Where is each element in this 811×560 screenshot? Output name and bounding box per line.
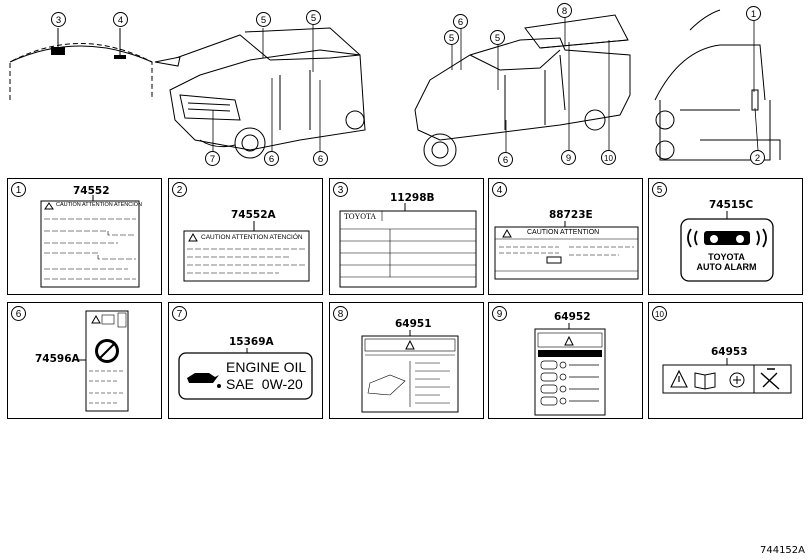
panel-2: 2 74552A CAUTION ATTENTION ATENCIÓN <box>168 178 323 295</box>
part-number: 74552A <box>231 209 276 221</box>
callout-9: 9 <box>561 150 576 165</box>
panel-index: 7 <box>172 306 187 321</box>
part-number: 74596A <box>35 353 80 365</box>
caution-label-drawing <box>494 221 639 280</box>
panel-index: 2 <box>172 182 187 197</box>
panel-6: 6 74596A <box>7 302 162 419</box>
part-number: 88723E <box>549 209 593 221</box>
callout-5c: 5 <box>444 30 459 45</box>
callout-3: 3 <box>51 12 66 27</box>
callout-7: 7 <box>205 151 220 166</box>
caution-label-drawing <box>40 195 140 288</box>
panel-3: 3 11298B TOYOTA <box>329 178 484 295</box>
engine-oil-label-drawing <box>178 348 313 400</box>
panel-index: 5 <box>652 182 667 197</box>
panel-7: 7 15369A ENGINE OIL SAE 0W-20 <box>168 302 323 419</box>
caution-text: CAUTION ATTENTION ATENCIÓN <box>201 234 303 241</box>
figure-code: 744152A <box>759 545 805 556</box>
part-number: 15369A <box>229 336 274 348</box>
caution-text: CAUTION ATTENTION <box>527 229 600 236</box>
callout-5b: 5 <box>306 10 321 25</box>
warning-label-drawing <box>534 323 606 416</box>
panel-index: 4 <box>492 182 507 197</box>
warning-label-drawing <box>361 330 459 413</box>
panel-10: 10 64953 <box>648 302 803 419</box>
callout-4: 4 <box>113 12 128 27</box>
callout-6b: 6 <box>313 151 328 166</box>
callout-6a: 6 <box>264 151 279 166</box>
panel-9: 9 64952 <box>488 302 643 419</box>
panel-1: 1 74552 CAUTION ATTENTION ATENCIÓN <box>7 178 162 295</box>
panel-8: 8 64951 <box>329 302 484 419</box>
callout-6d: 6 <box>498 152 513 167</box>
caution-label-drawing <box>183 221 310 282</box>
panel-4: 4 88723E CAUTION ATTENTION <box>488 178 643 295</box>
panel-5: 5 74515C TOYOTA AUTO ALARM <box>648 178 803 295</box>
vehicle-info-label-drawing <box>339 203 477 288</box>
panel-index: 9 <box>492 306 507 321</box>
callout-2: 2 <box>750 150 765 165</box>
panel-index: 3 <box>333 182 348 197</box>
part-number: 11298B <box>390 192 435 204</box>
toyota-text: TOYOTA <box>344 212 377 221</box>
engine-oil-line2: SAE 0W-20 <box>226 376 303 392</box>
callout-8: 8 <box>557 3 572 18</box>
part-number: 74515C <box>709 199 754 211</box>
callout-5d: 5 <box>490 30 505 45</box>
part-number: 64953 <box>711 346 748 358</box>
panel-index: 1 <box>11 182 26 197</box>
alarm-label-drawing <box>680 211 774 282</box>
part-number: 64951 <box>395 318 432 330</box>
callout-6c: 6 <box>453 14 468 29</box>
toyota-alarm-line1: TOYOTA <box>708 252 745 262</box>
engine-oil-line1: ENGINE OIL <box>226 359 307 375</box>
part-number: 64952 <box>554 311 591 323</box>
warning-icons-label-drawing <box>662 358 792 394</box>
part-number: 74552 <box>73 185 110 197</box>
caution-text: CAUTION ATTENTION ATENCIÓN <box>56 202 142 208</box>
vehicle-illustrations <box>9 9 781 167</box>
callout-5a: 5 <box>256 12 271 27</box>
toyota-alarm-line2: AUTO ALARM <box>696 262 757 272</box>
panel-index: 8 <box>333 306 348 321</box>
airbag-label-drawing <box>76 310 129 412</box>
callout-1: 1 <box>746 6 761 21</box>
panel-index: 6 <box>11 306 26 321</box>
callout-10: 10 <box>601 150 616 165</box>
panel-index: 10 <box>652 306 667 321</box>
